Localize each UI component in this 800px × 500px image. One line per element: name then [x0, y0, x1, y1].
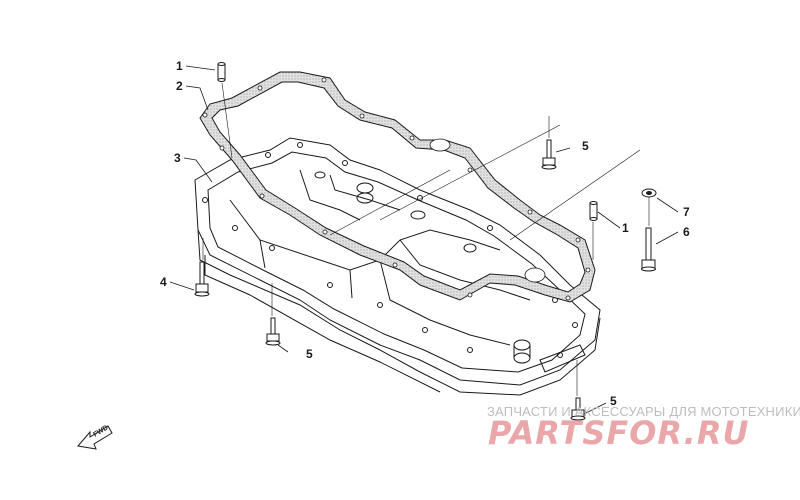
assembly-guide-lines: [202, 82, 650, 396]
bolt-bottom-mid: [265, 317, 281, 346]
callout-3-oil-pan: 3: [174, 151, 181, 165]
oil-pan-gasket: [199, 71, 596, 303]
callout-1-dowel: 1: [176, 59, 183, 73]
dowel-pin-1: [217, 62, 226, 82]
drain-bolt: [641, 227, 656, 272]
dowel-pin-2: [589, 201, 598, 221]
watermark-logo: PARTSFOR.RU: [488, 414, 750, 452]
callout-5-bolt-top: 5: [582, 139, 589, 153]
callout-5-bolt-bottom: 5: [610, 394, 617, 408]
callout-7-washer: 7: [683, 205, 690, 219]
forward-arrow-icon: [77, 425, 113, 450]
callout-5-bolt-mid: 5: [306, 347, 313, 361]
callout-6-drain-bolt: 6: [683, 225, 690, 239]
bolt-left: [194, 261, 210, 297]
bolt-bottom-right: [570, 397, 586, 421]
watermark-subtitle: ЗАПЧАСТИ И АКСЕССУАРЫ ДЛЯ МОТОТЕХНИКИ: [487, 404, 800, 419]
callout-4-bolt: 4: [160, 275, 167, 289]
callout-2-gasket: 2: [176, 79, 183, 93]
sealing-washer: [641, 188, 657, 198]
leader-lines: [169, 65, 679, 415]
callout-1-dowel-right: 1: [622, 221, 629, 235]
bolt-top: [541, 139, 557, 170]
